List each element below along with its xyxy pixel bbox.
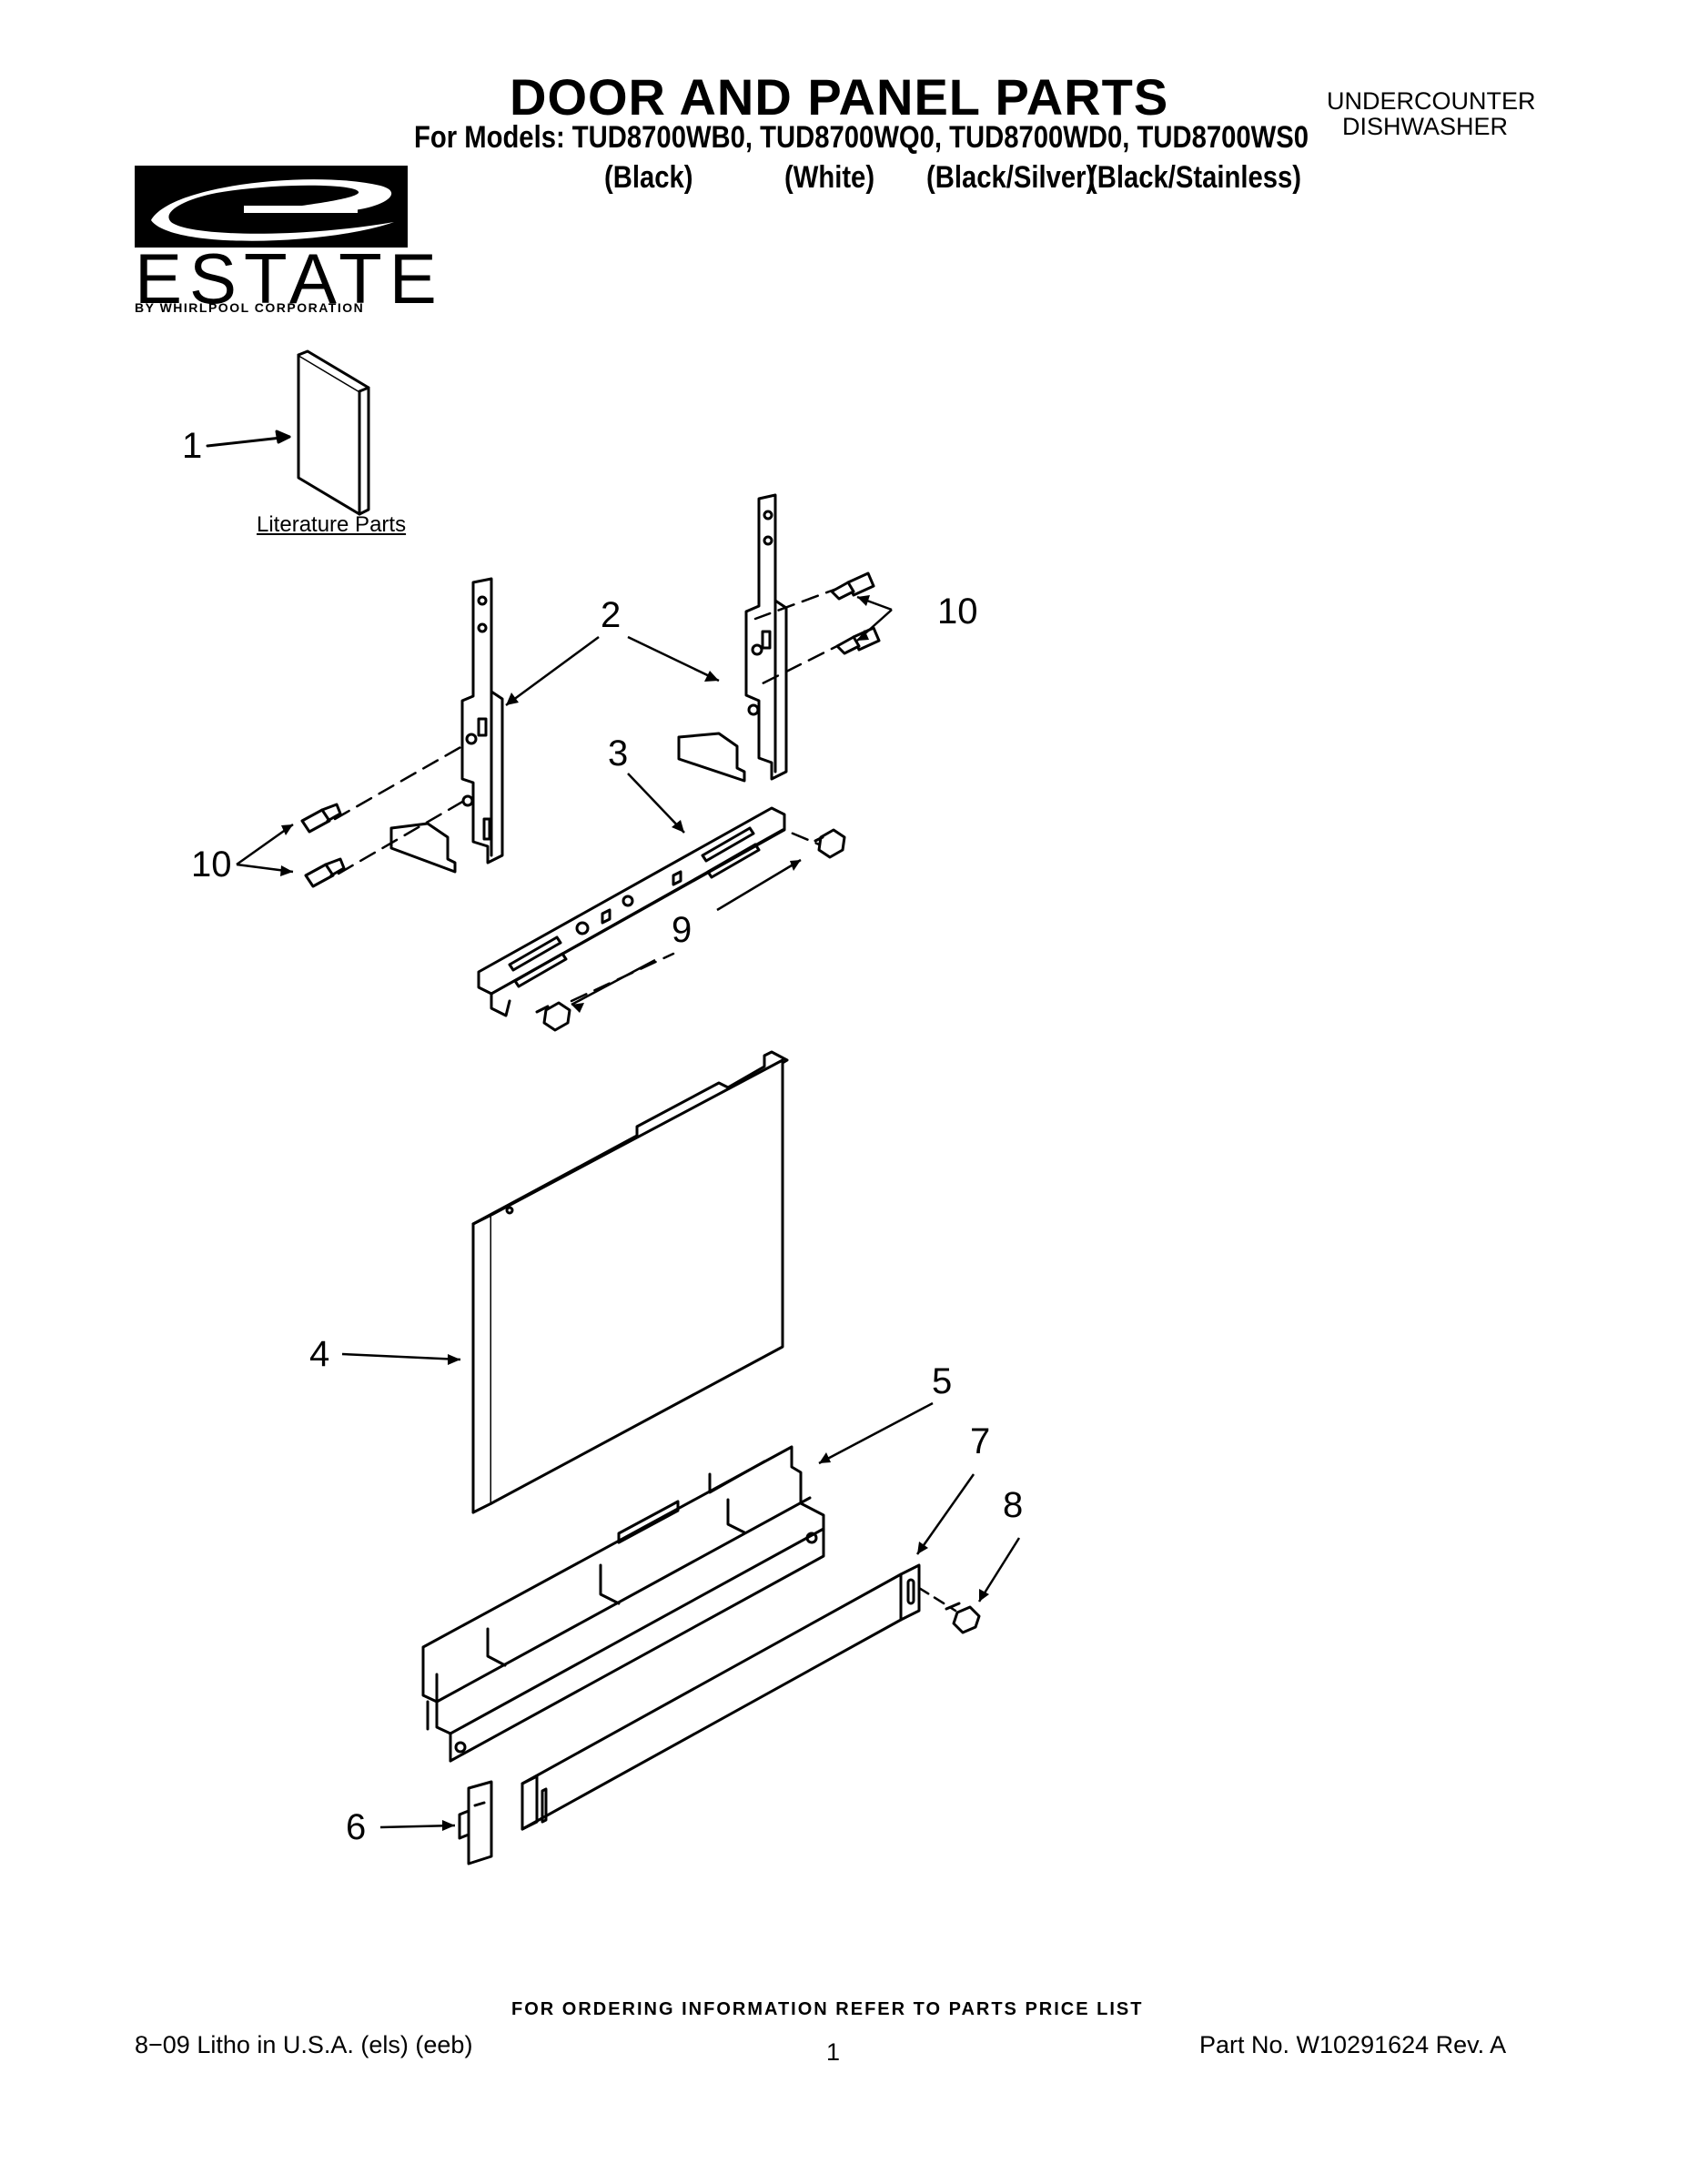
part-3-mounting-rail-icon [477,806,786,1017]
page-number: 1 [826,2038,841,2066]
ordering-note: FOR ORDERING INFORMATION REFER TO PARTS … [511,1999,1144,2019]
part-2-left-hinge-icon [389,577,504,874]
callout-2: 2 [601,595,622,635]
litho-info: 8−09 Litho in U.S.A. (els) (eeb) [135,2031,473,2058]
product-type-line2: DISHWASHER [1342,113,1509,140]
callout-8: 8 [1003,1485,1024,1525]
callout-5: 5 [932,1361,953,1401]
part-8-screw-icon [945,1602,981,1634]
color-white: (White) [784,160,875,195]
callout-10-right: 10 [937,592,978,632]
callout-9: 9 [672,910,692,950]
screw-9-upper-icon [814,828,846,859]
literature-parts-label: Literature Parts [257,512,407,537]
product-type-line1: UNDERCOUNTER [1327,87,1536,115]
color-black-stainless: (Black/Stainless) [1088,160,1302,195]
color-black: (Black) [604,160,693,195]
callout-1: 1 [182,426,203,466]
page-title: DOOR AND PANEL PARTS [510,68,1169,126]
callout-6: 6 [346,1807,367,1847]
model-list: For Models: TUD8700WB0, TUD8700WQ0, TUD8… [414,120,1309,155]
screw-10-left-lower-icon [304,857,346,888]
part-number: Part No. W10291624 Rev. A [1199,2031,1507,2058]
callout-3: 3 [608,733,629,774]
callout-4: 4 [309,1334,330,1374]
callout-7: 7 [970,1421,991,1461]
part-5-support-icon [421,1445,825,1763]
screw-9-lower-icon [535,1001,571,1032]
part-2-right-hinge-icon [677,493,788,783]
part-1-literature-icon [297,349,370,516]
part-4-door-panel-icon [471,1050,789,1514]
callout-10-left: 10 [191,844,232,885]
brand-name: ESTATE [135,238,444,318]
color-black-silver: (Black/Silver) [926,160,1096,195]
part-6-clip-icon [458,1780,493,1866]
screw-10-left-icon [300,803,342,834]
brand-logo-icon [135,166,408,248]
part-7-toe-panel-icon [521,1563,921,1831]
screw-10-right-icon [830,571,875,601]
brand-tagline: BY WHIRLPOOL CORPORATION [135,300,365,315]
